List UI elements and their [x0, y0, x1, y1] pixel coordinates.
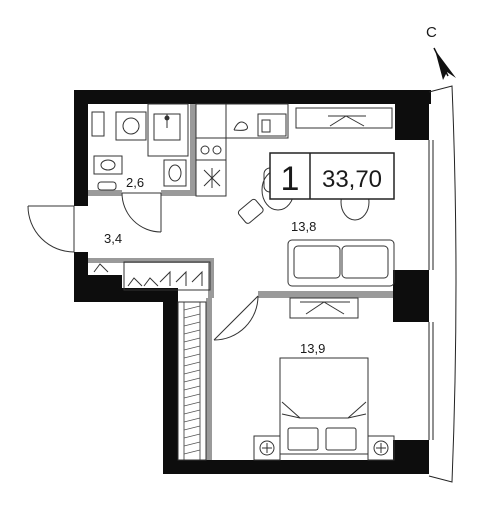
hanger-icon: [191, 270, 203, 286]
toilet: [93, 155, 123, 175]
shower: [147, 103, 189, 157]
north-arrow-icon: [435, 50, 456, 80]
kitchen-upper-counter: [225, 103, 289, 139]
nightstand-left: [253, 435, 281, 461]
window-frame: [428, 85, 457, 483]
washing-machine: [115, 111, 147, 141]
hall-shoe-rack: [93, 261, 211, 291]
wall-right-top: [395, 90, 429, 140]
badge-rooms: 1: [281, 160, 300, 198]
sink: [163, 159, 187, 187]
wall-left-upper: [74, 90, 88, 206]
wall-right-bottom: [393, 440, 429, 474]
bed: [279, 357, 369, 455]
exterior-walls: [74, 90, 431, 474]
kitchen-counter: [195, 103, 227, 197]
room-area-bedroom: 13,9: [300, 341, 325, 356]
wall-left-bedroom: [163, 288, 178, 474]
shoe-icon: [143, 277, 159, 287]
partition-bath-bottom-b: [161, 190, 195, 196]
cup-icon: [233, 121, 248, 131]
doors: [27, 192, 259, 341]
room-area-living: 13,8: [291, 219, 316, 234]
sofa: [287, 239, 395, 287]
partition-hall-top: [88, 258, 210, 263]
nightstand-right: [367, 435, 395, 461]
hall-wardrobe: [123, 261, 211, 291]
bedroom-furniture: [253, 357, 395, 461]
wall-top: [74, 90, 431, 104]
storage-closet: [177, 301, 207, 461]
partition-bath-right: [190, 104, 196, 196]
kitchen-sink: [257, 113, 287, 137]
hanger-icon: [159, 270, 171, 286]
washing-machine-drum-icon: [122, 117, 140, 135]
wall-bottom-left: [74, 288, 178, 302]
badge-box: [269, 152, 395, 200]
shaft: [91, 111, 105, 137]
boot-icon: [93, 263, 109, 273]
armchair: [237, 198, 264, 224]
lamp-icon: [259, 440, 275, 456]
pillow: [325, 427, 357, 451]
compass-label: С: [426, 24, 437, 41]
lamp-icon: [373, 440, 389, 456]
room-area-bathroom: 2,6: [126, 175, 144, 190]
partition-living-bedroom: [258, 291, 393, 298]
room-labels: 2,6 3,4 13,8 13,9: [104, 175, 325, 356]
compass: С: [426, 24, 456, 80]
wall-bottom: [163, 460, 401, 474]
bedroom-door: [213, 295, 259, 341]
closet-shelving: [177, 301, 207, 461]
stove-burner-icon: [200, 145, 210, 155]
room-area-hall: 3,4: [104, 231, 122, 246]
apartment-badge: 1 33,70: [269, 152, 395, 200]
partition-storage-right: [206, 298, 212, 460]
partitions: [88, 104, 393, 460]
wardrobe-living: [295, 107, 393, 129]
partition-hall-right: [208, 258, 214, 298]
partition-bath-bottom-a: [88, 190, 122, 196]
shoe-icon: [127, 277, 143, 287]
tv-unit: [289, 297, 359, 319]
kitchen-fixtures: [195, 103, 393, 197]
hanger-icon: [175, 270, 187, 286]
pillow: [287, 427, 319, 451]
badge-area: 33,70: [322, 166, 382, 193]
wall-right-mid: [393, 270, 429, 322]
bathroom-fixtures: [91, 103, 189, 191]
glazing: [428, 85, 457, 483]
